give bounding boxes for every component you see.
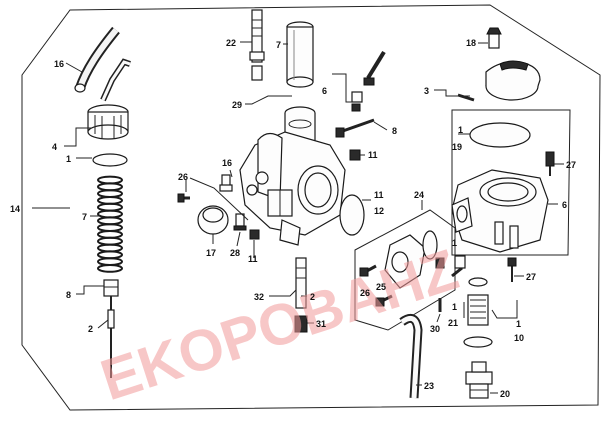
callout-26: 26	[178, 172, 188, 182]
part-7-throttle-slide	[286, 21, 314, 88]
part-23-drain-hose	[399, 313, 423, 399]
callout-2: 2	[88, 324, 93, 334]
watermark-text: EKOPOBAHZ	[93, 237, 466, 413]
part-12-gasket	[339, 194, 365, 236]
callout-26b: 26	[360, 288, 370, 298]
spring-coil	[97, 216, 123, 226]
callout-1: 1	[66, 154, 71, 164]
part-19-oring	[469, 122, 531, 148]
part-27-screw-a	[545, 151, 555, 176]
callout-21: 21	[448, 318, 458, 328]
part-26-screw-b	[359, 264, 377, 277]
callout-16: 16	[54, 59, 64, 69]
callout-8: 8	[66, 290, 71, 300]
part-6-pilot-screws	[351, 50, 386, 112]
callout-27: 27	[566, 160, 576, 170]
part-1-float-needle	[451, 255, 466, 278]
spring-coil	[97, 250, 123, 260]
callout-19: 19	[452, 142, 462, 152]
part-11-small	[349, 149, 361, 161]
spring-coil	[97, 257, 123, 267]
part-3-top-cap	[457, 60, 541, 102]
callout-11c: 11	[374, 190, 384, 200]
callout-18: 18	[466, 38, 476, 48]
callout-11: 11	[368, 150, 378, 160]
callout-7: 7	[82, 212, 87, 222]
spring-coil	[97, 243, 123, 253]
part-8-screw	[335, 118, 375, 138]
part-17-cap	[197, 205, 229, 235]
callout-2b: 2	[310, 292, 315, 302]
callout-10: 10	[514, 333, 524, 343]
part-31-main-jet	[294, 315, 308, 333]
callout-3: 3	[424, 86, 429, 96]
callout-28: 28	[230, 248, 240, 258]
part-11-clip	[249, 229, 260, 240]
callout-6: 6	[322, 86, 327, 96]
part-22-stop-screw	[249, 9, 265, 81]
spring-coil	[97, 230, 123, 239]
callout-12: 12	[374, 206, 384, 216]
part-32-needle-jet	[295, 257, 307, 309]
part-16-fuel-hose	[74, 26, 120, 93]
callout-17: 17	[206, 248, 216, 258]
part-21-filter	[463, 277, 493, 348]
callout-4: 4	[52, 142, 57, 152]
callout-1b: 1	[458, 125, 463, 135]
part-28-jet	[233, 213, 247, 231]
callout-1d: 1	[452, 302, 457, 312]
spring-coil	[97, 175, 123, 185]
part-carburetor-body	[239, 106, 346, 246]
callout-1e: 1	[516, 319, 521, 329]
leader-lines	[64, 41, 564, 394]
part-6-float-chamber	[451, 169, 549, 253]
part-16-screw	[219, 174, 233, 192]
part-24-pump-assembly	[354, 209, 456, 331]
part-20-drain-bolt	[465, 361, 493, 399]
spring-coil	[97, 202, 123, 212]
callout-20: 20	[500, 389, 510, 399]
callout-14: 14	[10, 204, 20, 214]
callout-31: 31	[316, 319, 326, 329]
part-1-oring	[92, 153, 128, 167]
part-8-needle-holder	[103, 279, 119, 297]
callout-1c: 1	[452, 238, 457, 248]
callout-16b: 16	[222, 158, 232, 168]
callout-8b: 8	[392, 126, 397, 136]
spring-coil	[97, 189, 123, 199]
part-26-screw	[177, 193, 190, 203]
callout-11b: 11	[248, 254, 258, 264]
part-18-screw	[486, 27, 502, 49]
spring-coil	[97, 209, 123, 219]
part-4-chamber-cap	[87, 104, 129, 140]
callout-25: 25	[376, 282, 386, 292]
spring-coil	[97, 236, 123, 246]
spring-coil	[97, 223, 123, 233]
callout-32: 32	[254, 292, 264, 302]
callout-6b: 6	[562, 200, 567, 210]
callout-labels: 16 4 1 7 14 8 2 22 7 29 6 8 11 16 26 17 …	[10, 38, 576, 399]
callout-30: 30	[430, 324, 440, 334]
callout-27b: 27	[526, 272, 536, 282]
callout-23: 23	[424, 381, 434, 391]
callout-29: 29	[232, 100, 242, 110]
callout-7b: 7	[276, 40, 281, 50]
part-7-spring	[97, 175, 123, 273]
spring-coil	[97, 264, 123, 273]
callout-22: 22	[226, 38, 236, 48]
part-25-screw	[375, 294, 393, 307]
spring-coil	[97, 196, 123, 205]
diagram-border	[21, 4, 601, 411]
part-27-screw-b	[507, 257, 517, 282]
callout-24: 24	[414, 190, 424, 200]
spring-coil	[97, 182, 123, 192]
group-outline-right	[451, 109, 571, 256]
part-2-jet-needle	[107, 296, 115, 378]
